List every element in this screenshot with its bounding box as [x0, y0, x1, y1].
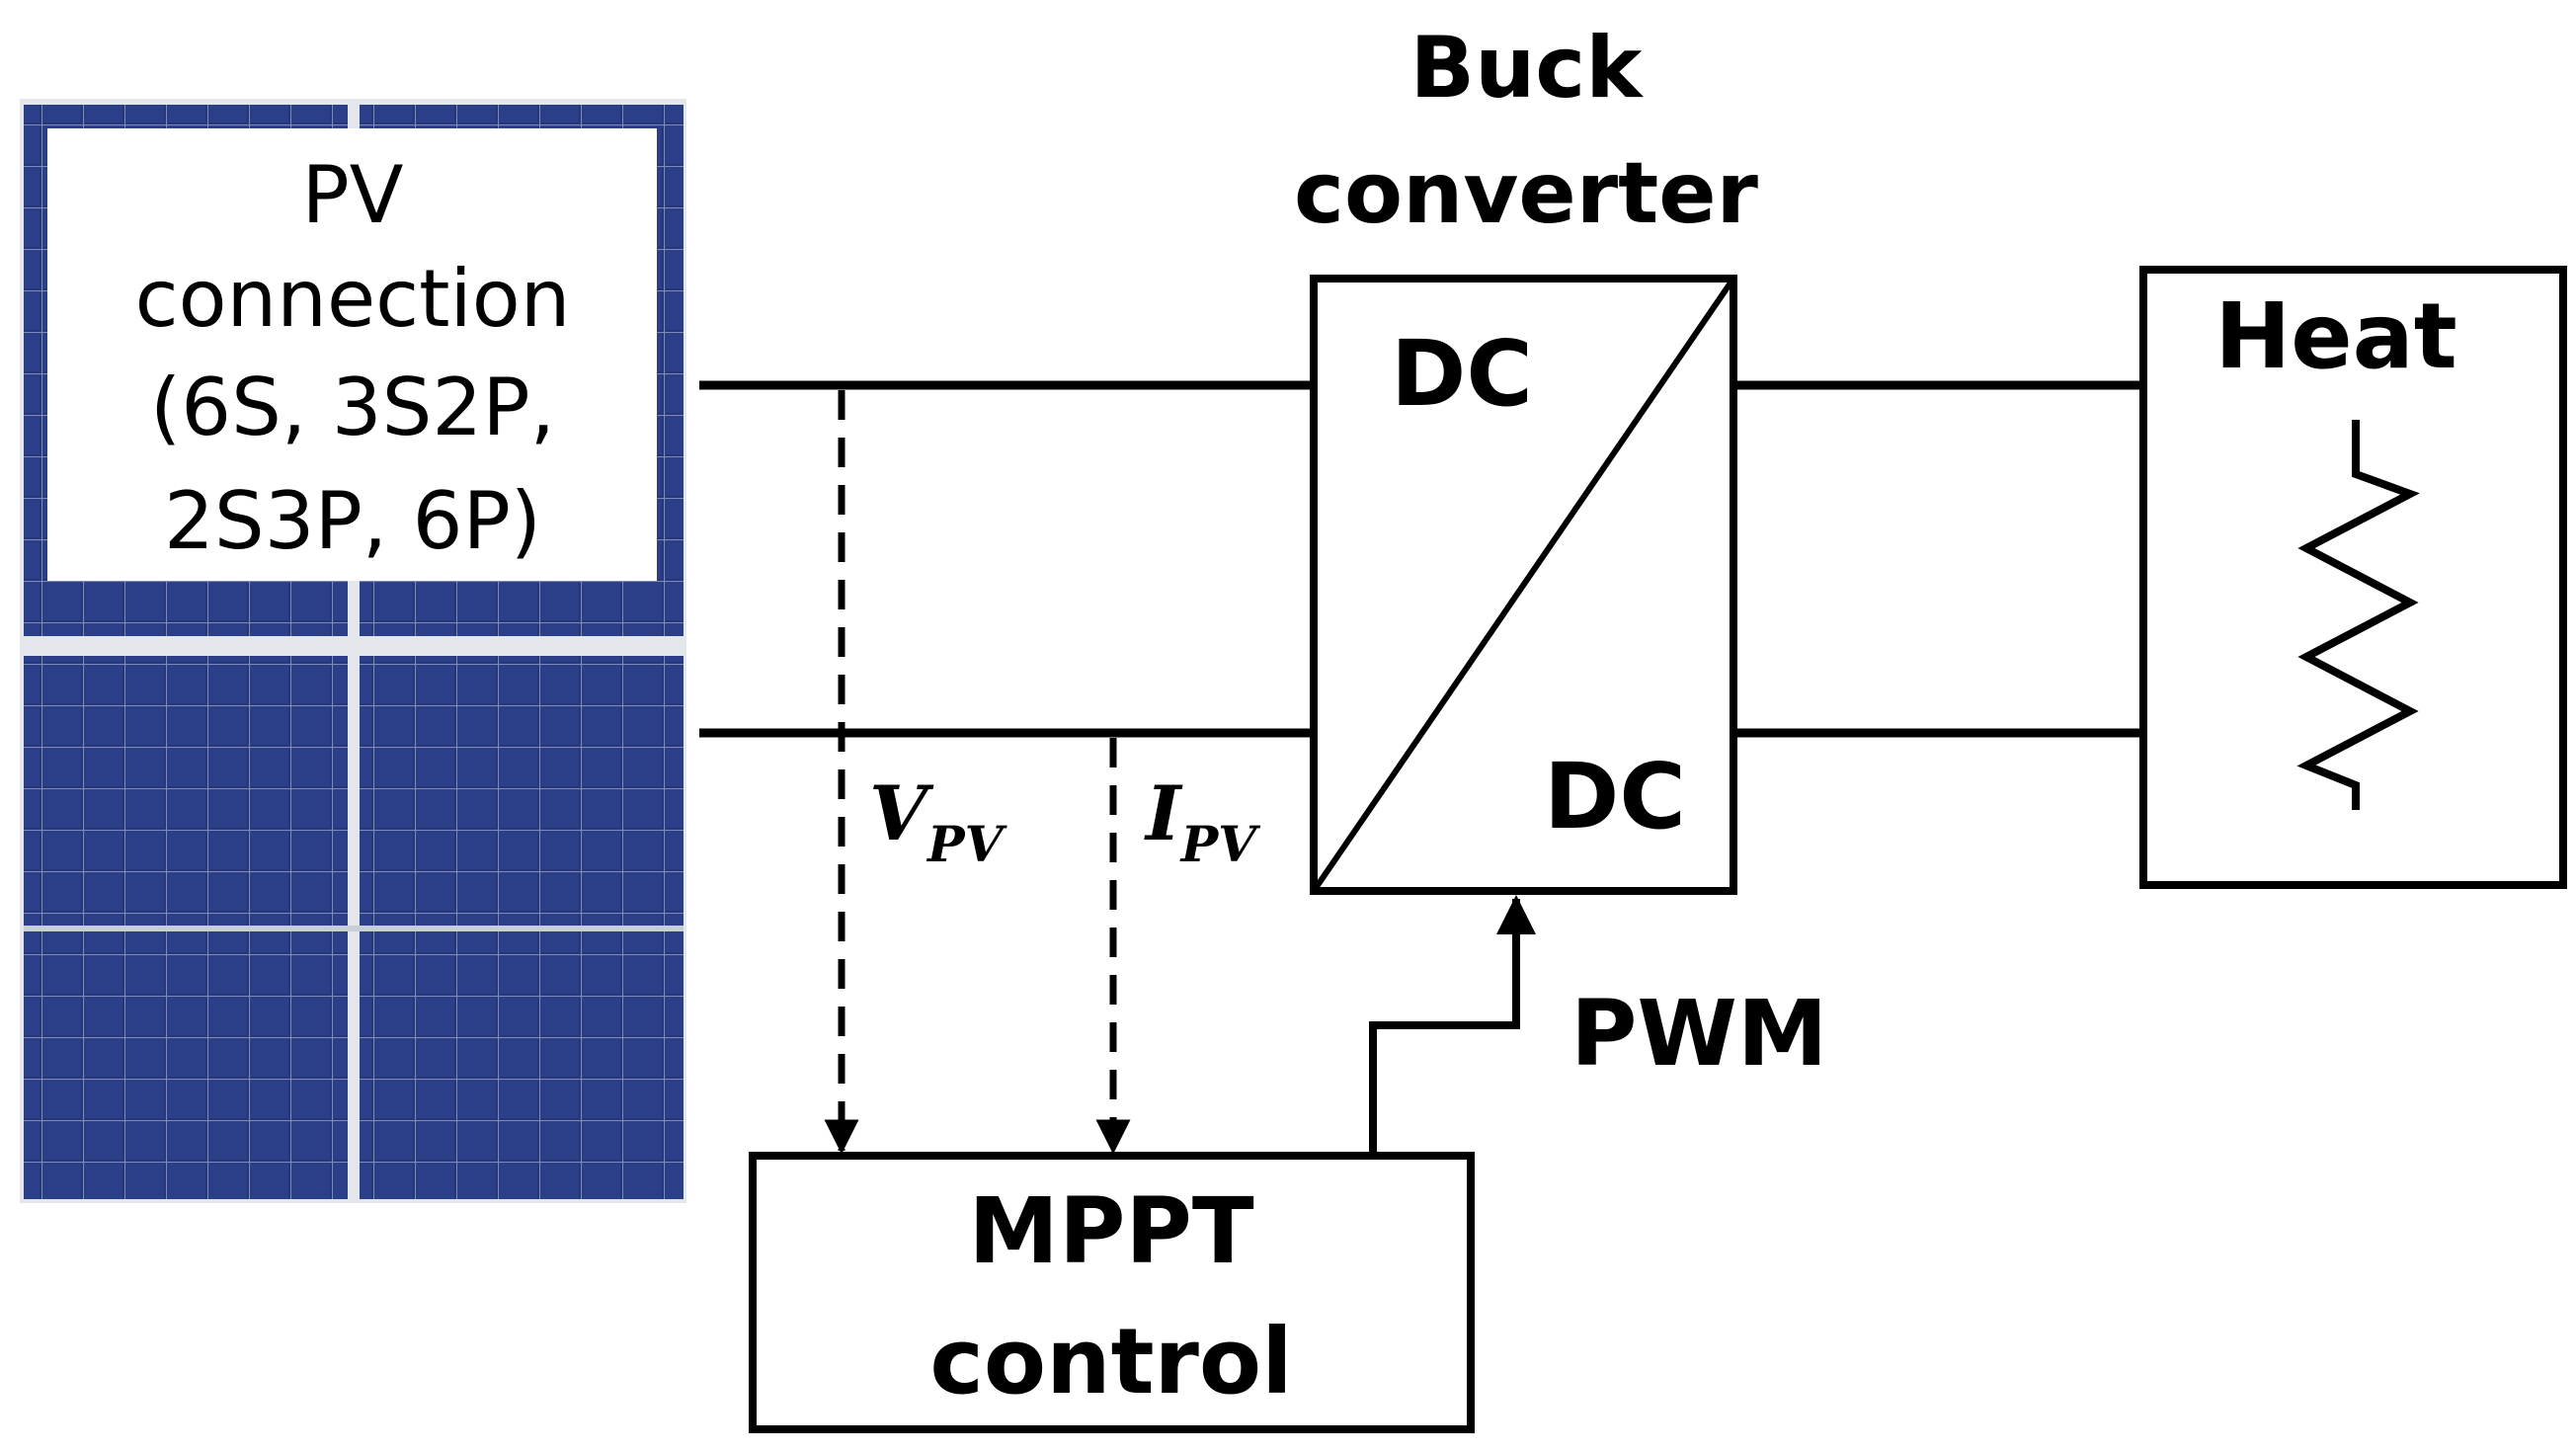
resistor-icon	[2296, 420, 2420, 810]
mppt-label-line-2: control	[929, 1309, 1292, 1414]
pwm-label: PWM	[1570, 981, 1827, 1087]
mppt-label-line-1: MPPT	[968, 1178, 1253, 1284]
pv-label-box	[47, 128, 657, 581]
voltage-subscript: PV	[926, 815, 1008, 873]
pv-label-line-2: connection	[135, 253, 571, 345]
pv-label-line-3: (6S, 3S2P,	[150, 362, 555, 453]
converter-title-line-1: Buck	[1410, 19, 1645, 118]
converter-output-dc-label: DC	[1544, 744, 1686, 849]
voltage-symbol: V	[869, 769, 934, 857]
pv-label-line-1: PV	[302, 149, 404, 241]
heat-load-label: Heat	[2214, 283, 2456, 389]
converter-diagonal	[1311, 277, 1736, 893]
converter-input-dc-label: DC	[1391, 321, 1533, 427]
current-subscript: PV	[1179, 815, 1262, 873]
pv-label-line-4: 2S3P, 6P)	[164, 475, 541, 567]
voltage-sense-label: VPV	[869, 769, 1008, 873]
current-sense-label: IPV	[1144, 769, 1261, 873]
converter-title-line-2: converter	[1294, 144, 1759, 243]
pwm-signal-line	[1369, 895, 1536, 1156]
current-symbol: I	[1144, 769, 1183, 857]
mppt-control-block	[749, 1152, 1475, 1433]
